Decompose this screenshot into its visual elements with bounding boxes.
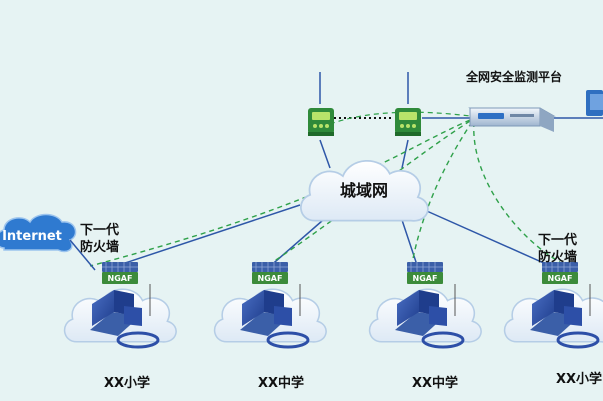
- building-icon: [240, 290, 292, 336]
- track-icon: [556, 331, 600, 349]
- ngfw-label-line: 下一代: [80, 223, 120, 238]
- school-site: NGAF: [368, 261, 482, 349]
- firewall-icon: [395, 108, 421, 136]
- server-icon: [468, 107, 556, 132]
- school-site: NGAF: [213, 261, 327, 349]
- ngaf-label: NGAF: [258, 274, 283, 283]
- core-link-school-1: [109, 204, 301, 269]
- fw-core-link-right: [401, 139, 409, 169]
- school-name: XX小学: [556, 372, 603, 387]
- school-name: XX中学: [258, 376, 305, 391]
- monitor-link-school-4: [473, 121, 561, 263]
- internet-label: Internet: [2, 229, 62, 244]
- core-link-school-4: [419, 207, 556, 269]
- internet-link: [69, 239, 96, 271]
- monitor-icon: [586, 90, 603, 116]
- school-site: NGAF: [63, 261, 177, 349]
- ngaf-label: NGAF: [413, 274, 438, 283]
- internet-cloud-icon: [0, 213, 77, 253]
- core-link-school-2: [267, 213, 331, 269]
- school-site: NGAF: [503, 261, 603, 349]
- ngaf-label: NGAF: [108, 274, 133, 283]
- monitor-platform-label: 全网安全监测平台: [465, 69, 562, 84]
- building-icon: [395, 290, 447, 336]
- fw-core-link-left: [319, 139, 331, 169]
- firewall-icon: [308, 108, 334, 136]
- school-name: XX中学: [412, 376, 459, 391]
- monitor-link-school-2: [269, 120, 471, 265]
- monitor-link-school-3: [411, 121, 473, 265]
- ngfw-label-left: 下一代 防火墙: [80, 222, 119, 256]
- ngfw-label-right: 下一代 防火墙: [538, 232, 577, 266]
- track-icon: [266, 331, 310, 349]
- school-name: XX小学: [104, 376, 151, 391]
- track-icon: [421, 331, 465, 349]
- building-icon: [530, 290, 582, 336]
- ngfw-label-line: 防火墙: [538, 250, 578, 265]
- ngaf-label: NGAF: [548, 274, 573, 283]
- track-icon: [116, 331, 160, 349]
- ngfw-label-line: 下一代: [538, 233, 578, 248]
- core-network-label: 城域网: [340, 181, 388, 200]
- ngfw-label-line: 防火墙: [80, 240, 120, 255]
- core-link-school-3: [399, 213, 419, 269]
- building-icon: [90, 290, 142, 336]
